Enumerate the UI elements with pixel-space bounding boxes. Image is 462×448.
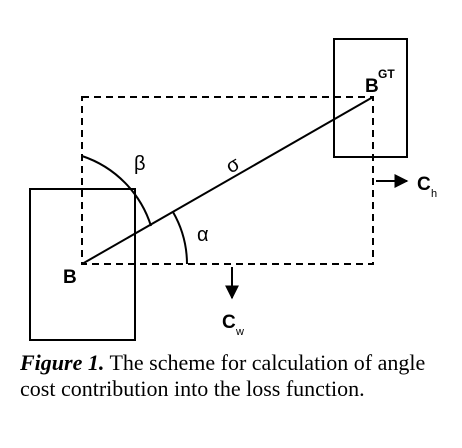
figure-caption-lead: Figure 1. (20, 350, 105, 375)
cw-subscript: w (235, 326, 244, 338)
figure-caption: Figure 1. The scheme for calculation of … (20, 350, 440, 402)
ground-truth-box-label: B (365, 76, 379, 97)
ch-subscript: h (431, 188, 437, 200)
beta-angle-arc (81, 155, 152, 227)
cw-label: C (222, 312, 236, 333)
alpha-label: α (197, 224, 209, 246)
center-distance-line (81, 96, 374, 265)
beta-label: β (134, 153, 146, 175)
figure-caption-text: The scheme for calculation of angle cost… (20, 350, 426, 401)
enclosing-dashed-rectangle (81, 96, 374, 265)
sigma-label: σ (222, 152, 244, 178)
alpha-angle-arc (172, 211, 188, 265)
ground-truth-box-superscript: GT (378, 67, 395, 81)
predicted-box-label: B (63, 267, 77, 288)
ch-label: C (417, 174, 431, 195)
